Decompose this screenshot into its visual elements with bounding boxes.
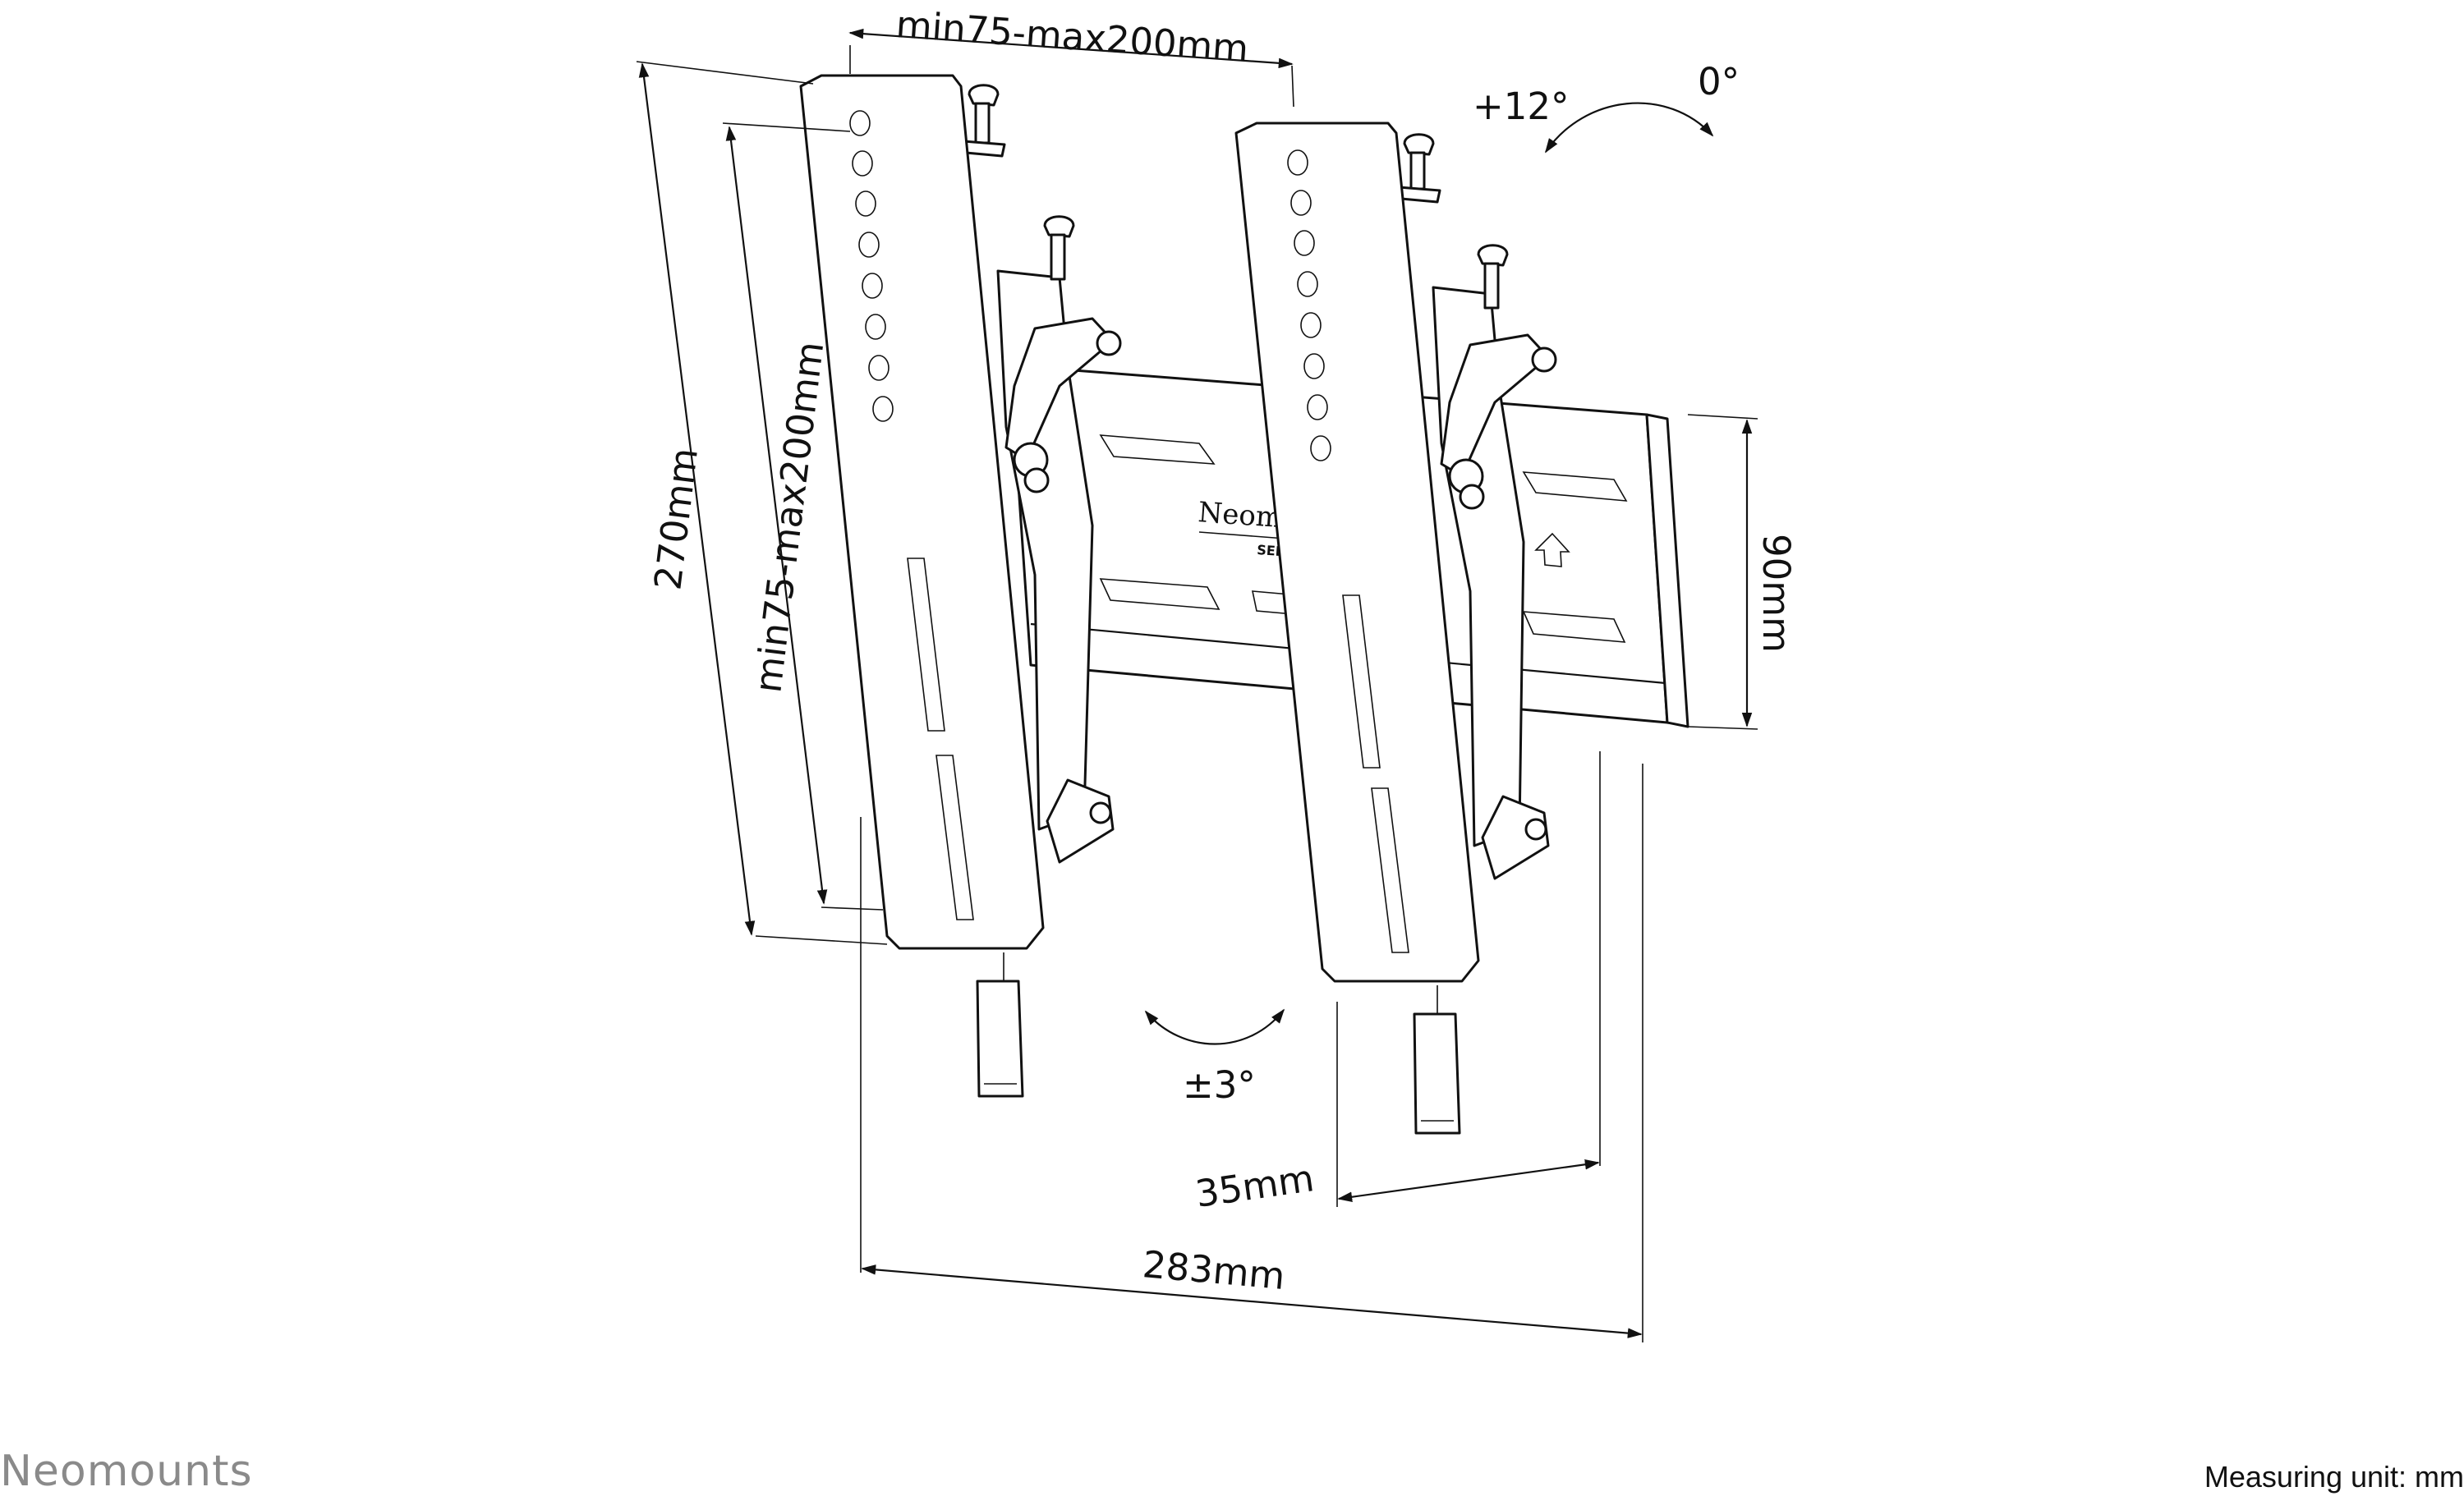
dim-rail-height: 90mm [1754,534,1798,653]
right-tv-arm [1234,122,1557,1135]
dim-wall-distance: 35mm [1193,1156,1317,1216]
brand-logo: Neomounts [0,1447,253,1496]
left-tv-arm [799,74,1122,1098]
rail-logo-text: Neom [1197,496,1283,535]
dimension-lines [636,28,1758,1342]
dim-overall-width: 283mm [1141,1242,1287,1298]
tilt-max-label: +12° [1473,85,1569,128]
tilt-min-label: 0° [1698,60,1740,103]
rotation-label: ±3° [1183,1063,1256,1107]
measuring-unit-note: Measuring unit: mm [2204,1460,2464,1494]
dim-vesa-height: min75-max200mm [746,339,832,695]
dim-vesa-width: min75-max200mm [894,2,1250,71]
dim-overall-height: 270mm [646,446,706,593]
